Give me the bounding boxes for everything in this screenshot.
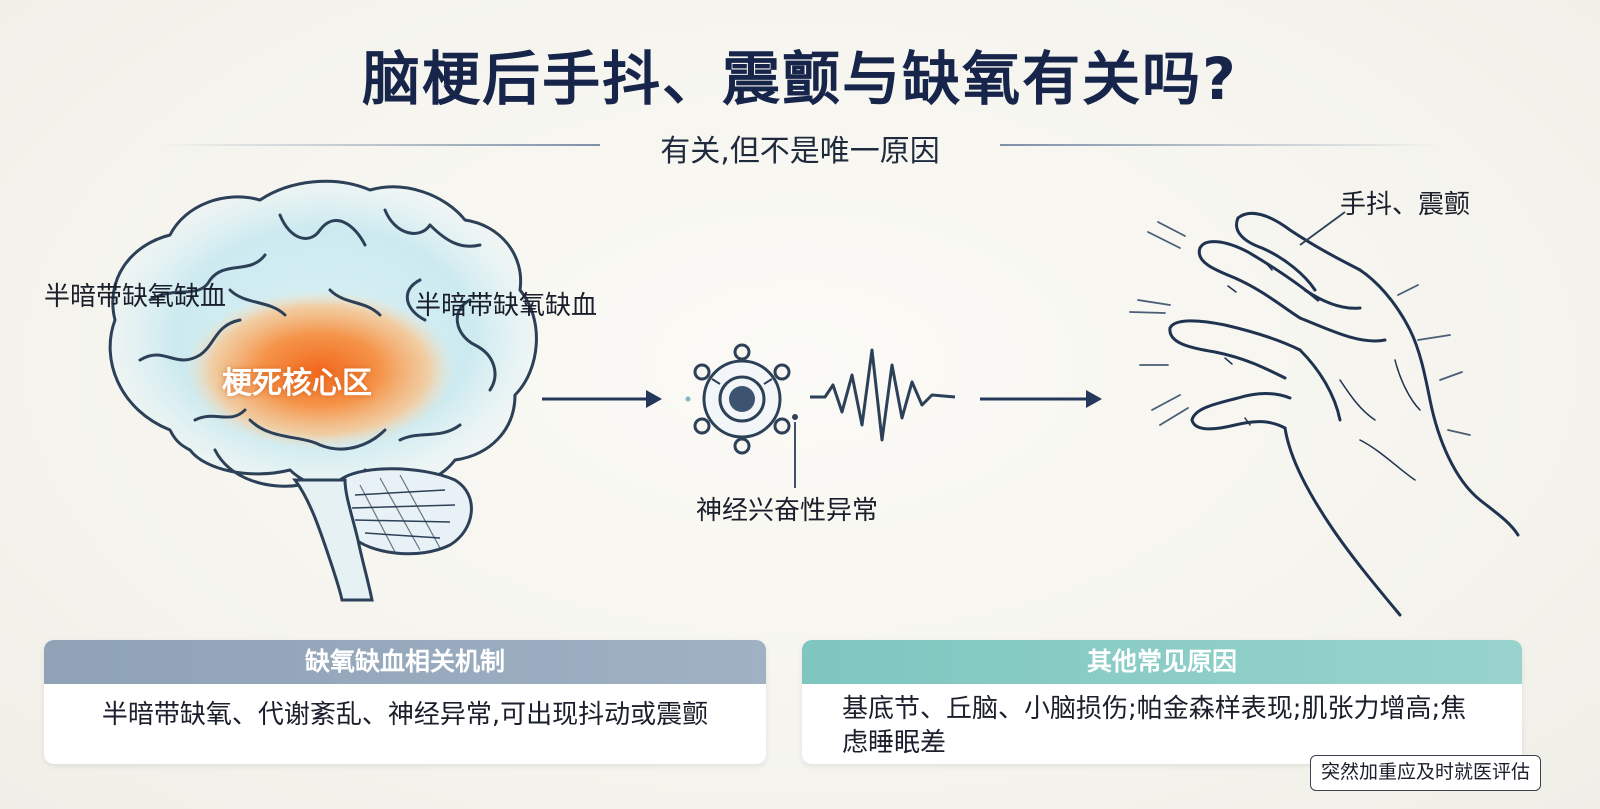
tremor-lines [1129,221,1471,436]
label-penumbra-left: 半暗带缺氧缺血 [44,282,227,312]
subtitle-line-right [1000,144,1440,146]
label-neural-excitability: 神经兴奋性异常 [696,496,879,526]
subtitle-band: 有关,但不是唯一原因 [160,122,1440,169]
label-tremor: 手抖、震颤 [1340,190,1471,220]
card-other-text: 基底节、丘脑、小脑损伤;帕金森样表现;肌张力增高;焦虑睡眠差 [842,694,1467,758]
brainstem-icon [292,478,374,602]
signal-wave-icon [810,348,956,442]
arrow-right-icon [980,390,1102,408]
tremor-leader-line [1299,211,1346,246]
card-mechanism-title: 缺氧缺血相关机制 [44,640,766,684]
label-penumbra-right: 半暗带缺氧缺血 [415,291,598,321]
warning-note: 突然加重应及时就医评估 [1310,755,1542,791]
label-infarct-core: 梗死核心区 [222,366,372,401]
page-title: 脑梗后手抖、震颤与缺氧有关吗? [362,45,1238,113]
subtitle: 有关,但不是唯一原因 [660,134,940,169]
card-mechanism-text: 半暗带缺氧、代谢紊乱、神经异常,可出现抖动或震颤 [101,700,709,730]
card-other-causes: 其他常见原因 基底节、丘脑、小脑损伤;帕金森样表现;肌张力增高;焦虑睡眠差 [802,640,1522,764]
brain-icon [108,179,538,491]
hand-icon [1168,211,1520,617]
arrow-right-icon [542,390,662,408]
card-other-title: 其他常见原因 [802,640,1522,684]
card-mechanism: 缺氧缺血相关机制 半暗带缺氧、代谢紊乱、神经异常,可出现抖动或震颤 [44,640,766,764]
neuron-icon [685,343,798,455]
subtitle-line-left [160,144,600,146]
